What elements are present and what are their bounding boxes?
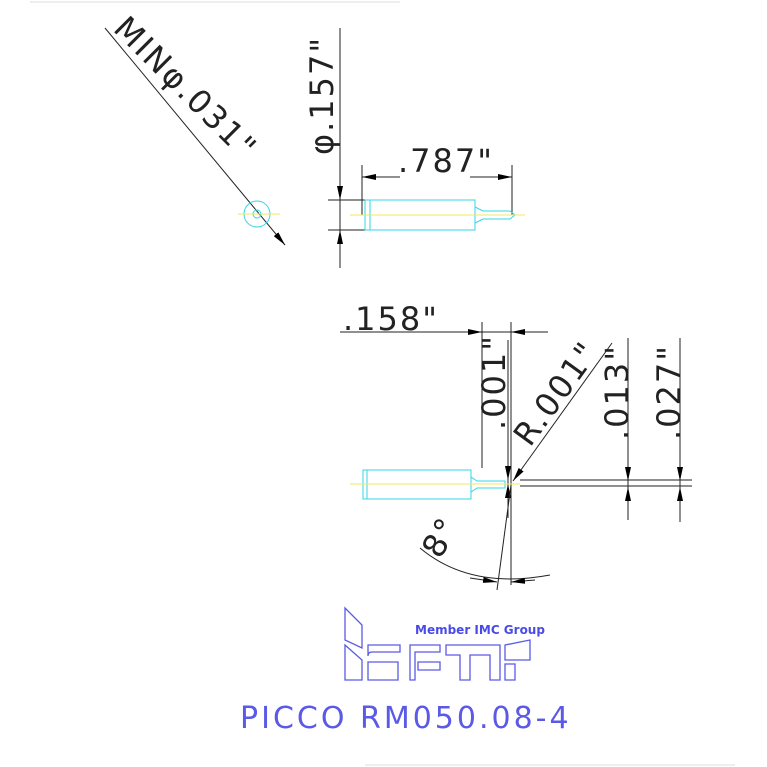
width-013-label: .013" bbox=[598, 344, 636, 440]
detail-view: .158" .001" R.001" .013" .027" 8° bbox=[340, 300, 692, 591]
tip-offset-label: .001" bbox=[475, 334, 513, 430]
width-027-label: .027" bbox=[650, 344, 688, 440]
part-number: PICCO RM050.08-4 bbox=[240, 701, 572, 736]
angle-label: 8° bbox=[414, 510, 467, 564]
corner-radius-label: R.001" bbox=[506, 334, 607, 453]
shank-length-label: .787" bbox=[398, 142, 494, 180]
end-view: MINφ.031" bbox=[104, 9, 286, 246]
min-diameter-label: MINφ.031" bbox=[106, 9, 264, 167]
logo-tagline: Member IMC Group bbox=[415, 623, 545, 637]
side-view: φ.157" .787" bbox=[303, 28, 525, 268]
iscar-logo bbox=[344, 606, 531, 681]
shank-diameter-label: φ.157" bbox=[303, 36, 341, 155]
